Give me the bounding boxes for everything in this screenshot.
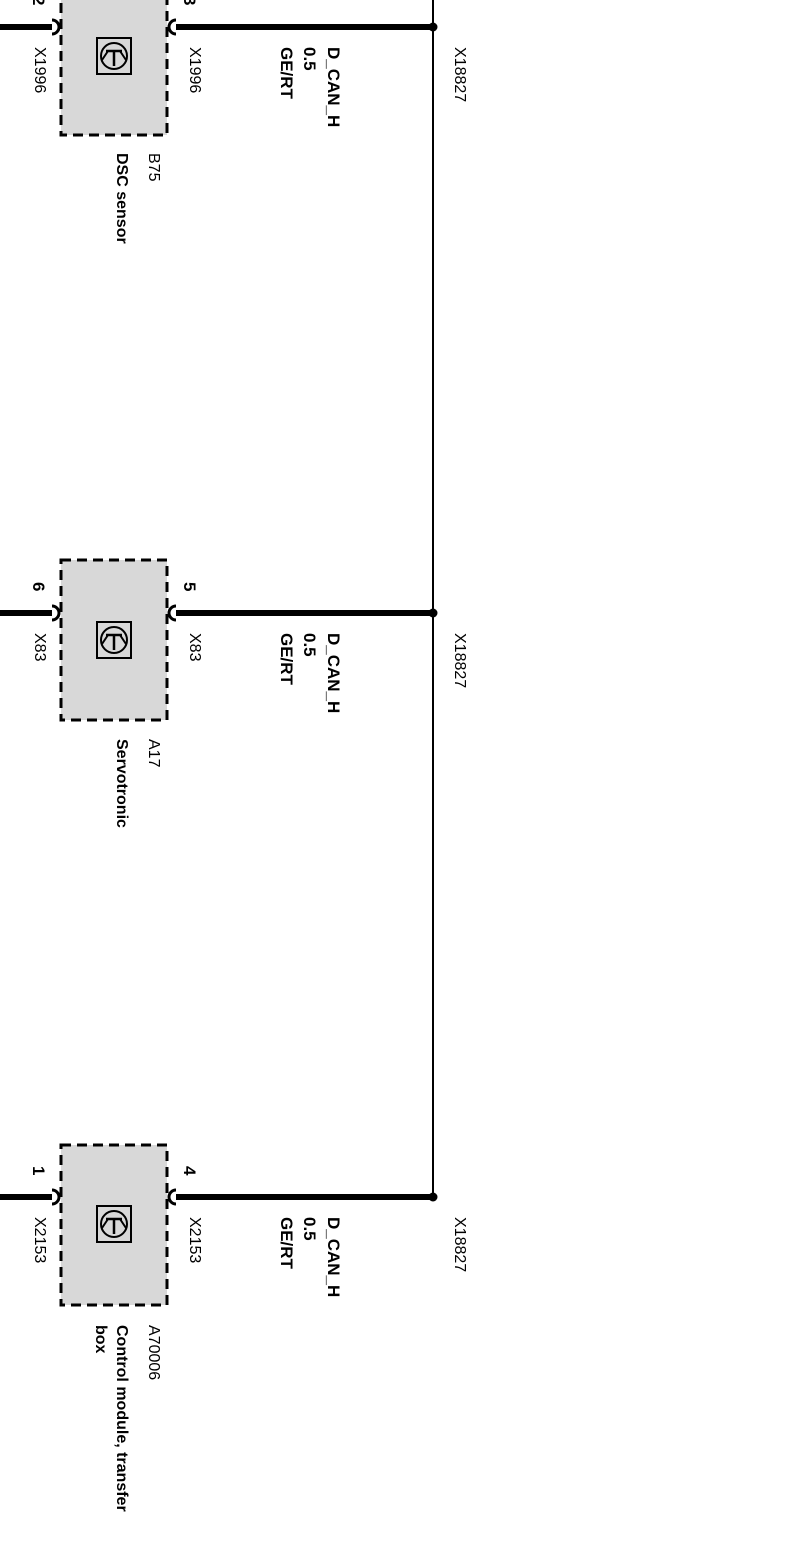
right-pin-number: 5 — [180, 582, 199, 592]
right-connector-label: X2153 — [186, 1217, 203, 1264]
component-a70006 — [0, 1143, 438, 1307]
transistor-module-icon — [96, 37, 132, 75]
component-a17 — [0, 558, 438, 722]
module-box — [59, 0, 169, 137]
wire-signal-label: D_CAN_H — [324, 1217, 343, 1298]
wire-size-label: 0.5 — [300, 1217, 319, 1241]
wire-color-label: GE/RT — [277, 633, 296, 685]
left-pin-number: 1 — [29, 1166, 48, 1176]
connector-left — [51, 1188, 61, 1206]
wire-signal-label: D_CAN_H — [324, 633, 343, 714]
wire-size-label: 0.5 — [300, 47, 319, 71]
bus-connector-label: X18827 — [451, 47, 468, 103]
wire-signal-label: D_CAN_H — [324, 47, 343, 128]
transistor-module-icon — [96, 1205, 132, 1243]
wire-color-label: GE/RT — [277, 1217, 296, 1269]
right-pin-number: 4 — [180, 1166, 199, 1176]
bus-node — [428, 22, 438, 32]
right-connector-label: X83 — [186, 633, 203, 662]
connector-right — [167, 1188, 177, 1206]
connector-right — [167, 18, 177, 36]
left-pin-number: 2 — [29, 0, 48, 6]
component-designator: A17 — [145, 739, 162, 768]
component-name: DSC sensor — [113, 153, 130, 244]
component-designator: B75 — [145, 153, 162, 182]
bus-connector-label: X18827 — [451, 633, 468, 689]
component-designator: A70006 — [145, 1325, 162, 1381]
bus-node — [428, 1192, 438, 1202]
left-pin-number: 6 — [29, 582, 48, 592]
right-pin-number: 3 — [180, 0, 199, 6]
component-name-line-1: Control module, transfer — [113, 1325, 130, 1512]
left-connector-label: X83 — [31, 633, 48, 662]
connector-left — [51, 18, 61, 36]
component-name: Servotronic — [113, 739, 130, 828]
wire-color-label: GE/RT — [277, 47, 296, 99]
bus-node — [428, 608, 438, 618]
connector-right — [167, 604, 177, 622]
transistor-module-icon — [96, 621, 132, 659]
right-connector-label: X1996 — [186, 47, 203, 94]
left-connector-label: X2153 — [31, 1217, 48, 1264]
connector-left — [51, 604, 61, 622]
wire-size-label: 0.5 — [300, 633, 319, 657]
component-name-line-2: box — [92, 1325, 109, 1354]
component-b75 — [0, 0, 438, 137]
bus-connector-label: X18827 — [451, 1217, 468, 1273]
left-connector-label: X1996 — [31, 47, 48, 94]
